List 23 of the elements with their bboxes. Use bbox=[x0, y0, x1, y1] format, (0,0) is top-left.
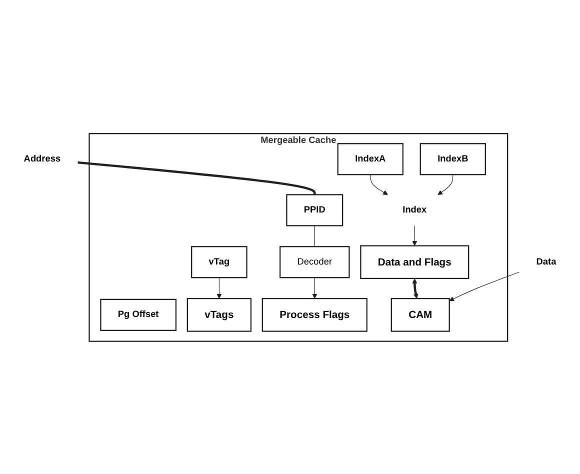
node-box bbox=[280, 246, 350, 278]
arrow bbox=[370, 174, 388, 194]
cluster bbox=[88, 132, 508, 342]
node-box bbox=[337, 142, 404, 175]
arrow bbox=[412, 278, 418, 298]
arrow bbox=[216, 276, 222, 298]
arrow bbox=[449, 271, 520, 301]
node-box bbox=[186, 298, 252, 332]
arrow bbox=[312, 276, 318, 298]
node-box bbox=[286, 194, 344, 226]
node-box bbox=[390, 298, 450, 332]
connector bbox=[314, 224, 315, 246]
node-box bbox=[262, 298, 368, 332]
node-box bbox=[100, 298, 177, 331]
node-text: Index bbox=[402, 204, 427, 214]
node-box bbox=[420, 142, 486, 175]
connector bbox=[78, 160, 316, 194]
node-box bbox=[191, 246, 248, 278]
arrow bbox=[412, 224, 418, 246]
arrow bbox=[438, 174, 454, 194]
node-text: Address bbox=[24, 154, 61, 164]
node-box bbox=[360, 244, 470, 279]
node-text: Data bbox=[536, 256, 556, 266]
